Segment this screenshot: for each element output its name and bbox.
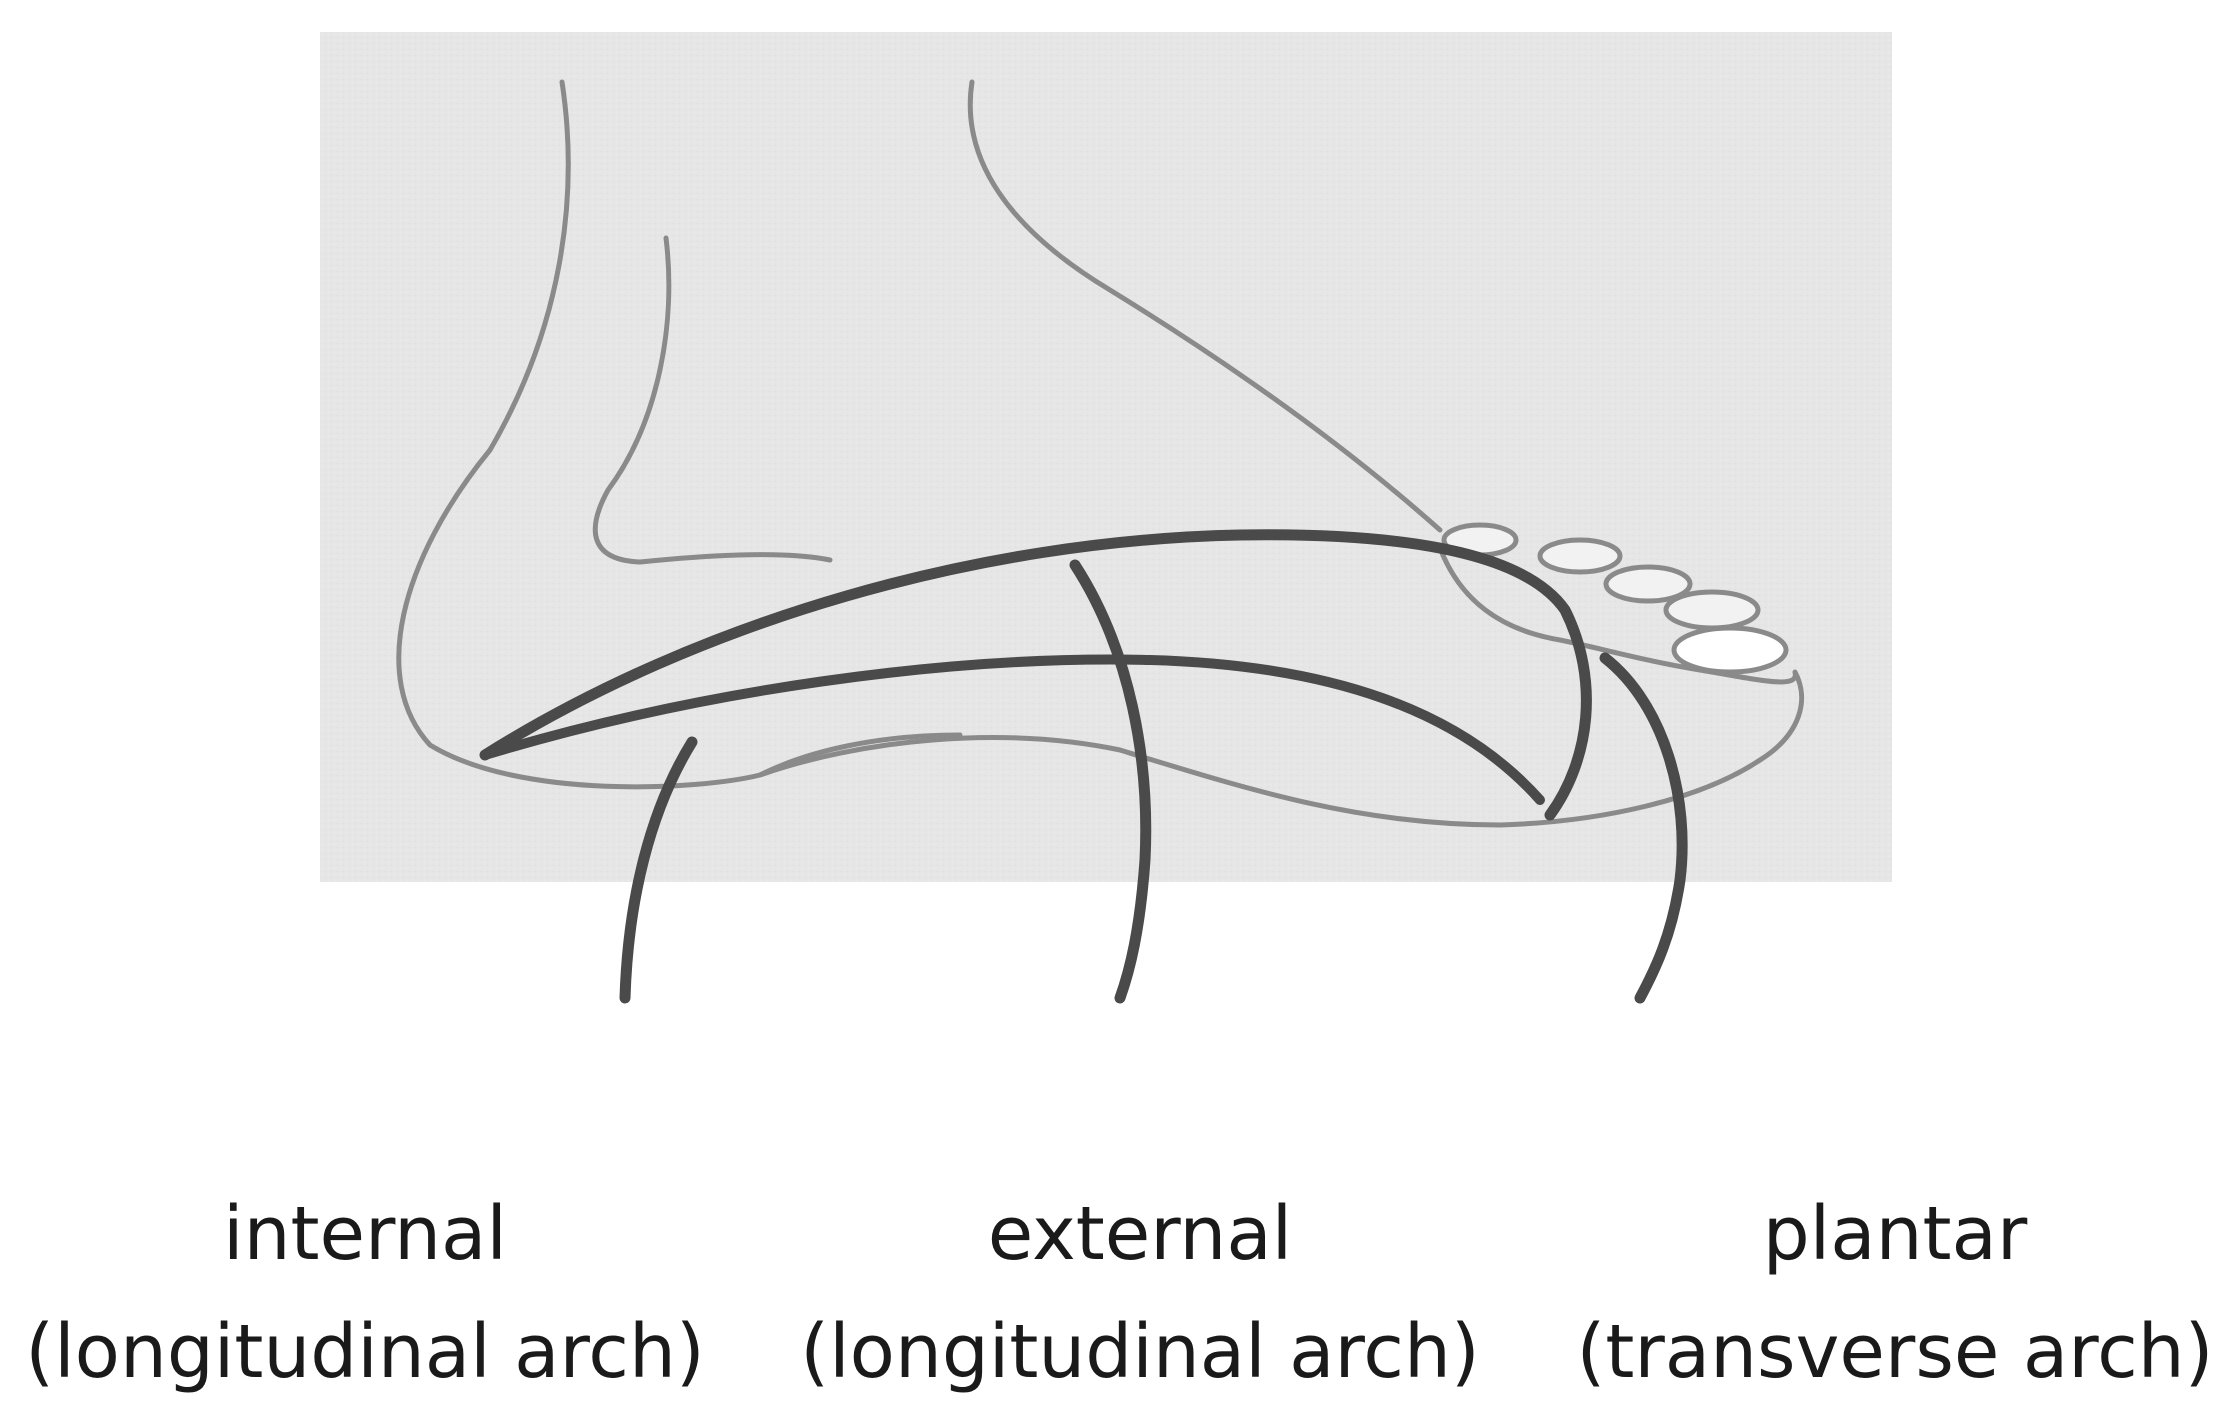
sole-inner-outline bbox=[757, 732, 963, 778]
internal-longitudinal-arch-line bbox=[479, 529, 1592, 821]
label-external-name: external bbox=[987, 1191, 1293, 1277]
label-plantar-name: plantar bbox=[1762, 1191, 2028, 1277]
label-external-arch: external (longitudinal arch) bbox=[785, 1175, 1495, 1411]
label-plantar-subtitle: (transverse arch) bbox=[1576, 1309, 2214, 1395]
heel-outline bbox=[396, 79, 1805, 828]
toe-4 bbox=[1663, 589, 1761, 631]
toe-5 bbox=[1671, 625, 1789, 675]
label-internal-arch: internal (longitudinal arch) bbox=[10, 1175, 720, 1411]
toe-2 bbox=[1537, 537, 1623, 575]
inner-ankle-outline bbox=[592, 235, 833, 565]
label-external-subtitle: (longitudinal arch) bbox=[800, 1309, 1480, 1395]
instep-outline bbox=[967, 79, 1443, 533]
toes bbox=[1437, 522, 1798, 685]
arch-lines bbox=[479, 529, 1688, 1004]
diagram-panel bbox=[320, 32, 1892, 882]
label-internal-name: internal bbox=[223, 1191, 507, 1277]
big-toe-outline bbox=[1437, 547, 1798, 685]
foot-outline bbox=[396, 79, 1805, 828]
label-plantar-arch: plantar (transverse arch) bbox=[1560, 1175, 2230, 1411]
external-longitudinal-arch-line bbox=[480, 654, 1545, 805]
external-arch-pointer bbox=[1069, 559, 1152, 1004]
label-internal-subtitle: (longitudinal arch) bbox=[25, 1309, 705, 1395]
plantar-arch-pointer bbox=[1599, 652, 1688, 1004]
toe-3 bbox=[1603, 564, 1693, 604]
internal-arch-pointer bbox=[619, 736, 698, 1004]
